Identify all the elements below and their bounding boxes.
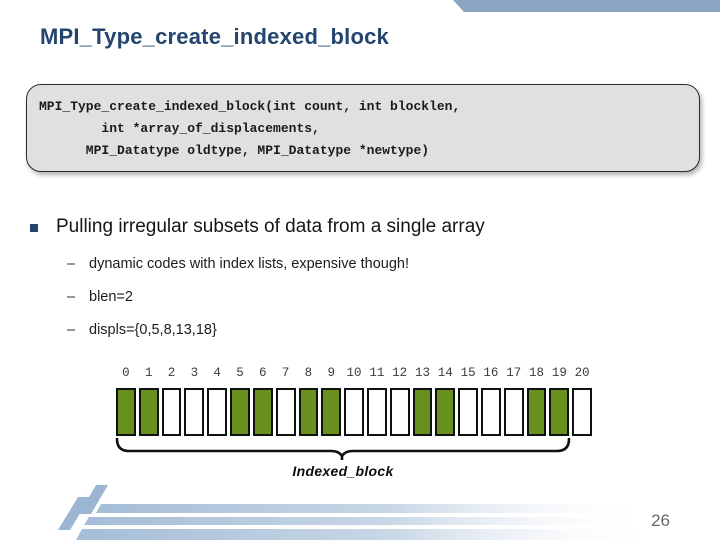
cell-index-17: 17 [506,366,522,380]
array-cell-0 [116,388,136,436]
main-bullet: Pulling irregular subsets of data from a… [30,216,485,238]
cell-index-5: 5 [236,366,244,380]
array-cell-15 [458,388,478,436]
array-cell-12 [389,388,410,436]
array-cell-9 [321,388,342,436]
footer-decoration [58,485,712,540]
main-bullet-text: Pulling irregular subsets of data from a… [56,216,485,237]
array-cell-17 [503,388,524,436]
array-cell-row [116,388,593,436]
cell-index-6: 6 [259,366,267,380]
cell-index-2: 2 [167,366,176,380]
array-cell-1 [138,388,159,436]
cell-index-15: 15 [460,366,476,380]
array-cell-2 [161,388,182,436]
cell-index-20: 20 [574,366,590,380]
code-line-3: MPI_Datatype oldtype, MPI_Datatype *newt… [39,143,430,158]
dash-icon: – [67,322,76,338]
cell-index-9: 9 [327,366,335,380]
cell-index-1: 1 [144,366,153,380]
array-cell-4 [207,388,228,436]
underbrace-icon [115,437,571,460]
array-cell-11 [366,388,387,436]
cell-index-19: 19 [551,366,567,380]
array-cell-5 [230,388,250,436]
cell-index-12: 12 [392,366,408,380]
cell-index-16: 16 [483,366,499,380]
code-line-1: MPI_Type_create_indexed_block(int count,… [39,99,461,114]
array-cell-14 [435,388,456,436]
cell-index-0: 0 [122,366,130,380]
cell-index-10: 10 [346,366,362,380]
dash-icon: – [67,289,76,305]
array-cell-7 [275,388,296,436]
code-box: MPI_Type_create_indexed_block(int count,… [26,84,700,172]
code-line-2: int *array_of_displacements, [39,121,320,136]
cell-index-13: 13 [414,366,430,380]
array-cell-20 [572,388,593,436]
sub-bullet-2-text: blen=2 [89,289,133,305]
cell-index-3: 3 [190,366,199,380]
sub-bullet-1: – dynamic codes with index lists, expens… [67,256,409,272]
sub-bullet-3-text: displs={0,5,8,13,18} [89,322,217,338]
array-cell-3 [184,388,205,436]
array-cell-18 [526,388,547,436]
cell-index-4: 4 [213,366,221,380]
sub-bullet-3: – displs={0,5,8,13,18} [67,322,217,338]
array-cell-8 [298,388,319,436]
cell-index-18: 18 [529,366,545,380]
brace-label: Indexed_block [292,463,394,479]
footer-check-icon [79,485,108,514]
array-cell-13 [412,388,433,436]
slide-title: MPI_Type_create_indexed_block [40,24,389,49]
array-cell-19 [549,388,570,436]
array-cell-16 [481,388,501,436]
sub-bullet-1-text: dynamic codes with index lists, expensiv… [89,256,409,272]
cell-index-8: 8 [304,366,313,380]
array-cell-6 [252,388,273,436]
array-cell-10 [344,388,364,436]
underbrace [114,437,572,460]
cell-index-7: 7 [281,366,290,380]
bullet-square-icon [30,224,38,232]
corner-accent-bar [453,0,720,12]
cell-index-11: 11 [369,366,385,380]
sub-bullet-2: – blen=2 [67,289,133,305]
page-number: 26 [651,511,670,530]
dash-icon: – [67,256,76,272]
footer-check-icon [58,497,90,530]
cell-index-14: 14 [437,366,453,380]
